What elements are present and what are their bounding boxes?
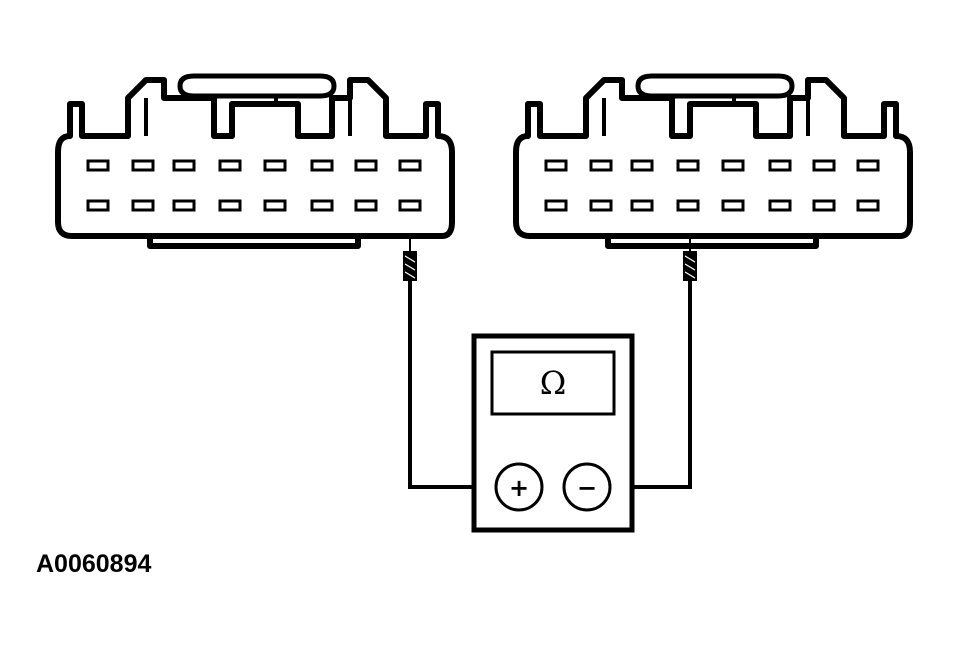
pin-cavity: [86, 159, 110, 172]
probe-right: [683, 238, 697, 281]
pin-cavity: [676, 199, 700, 212]
pin-cavity: [630, 199, 654, 212]
pin-cavity: [544, 159, 568, 172]
positive-lead-wire: [408, 280, 496, 489]
pin-cavity: [544, 199, 568, 212]
pin-cavity: [589, 199, 613, 212]
meter-display: [490, 350, 616, 416]
pin-cavity: [721, 159, 745, 172]
connector-right: [516, 76, 910, 246]
pin-cavity: [812, 199, 836, 212]
pin-cavity: [721, 199, 745, 212]
pin-cavity: [398, 199, 422, 212]
pin-cavity: [131, 159, 155, 172]
pin-cavity: [856, 199, 880, 212]
pin-cavity: [354, 199, 378, 212]
pin-grid-right: [544, 159, 880, 212]
pin-cavity: [86, 199, 110, 212]
pin-cavity: [172, 199, 196, 212]
negative-lead-wire: [610, 280, 692, 489]
pin-cavity: [263, 159, 287, 172]
negative-terminal-label: −: [577, 474, 597, 502]
figure-id-label: A0060894: [36, 550, 151, 578]
pin-cavity: [398, 159, 422, 172]
pin-cavity: [768, 159, 792, 172]
pin-cavity: [768, 199, 792, 212]
pin-cavity: [310, 159, 334, 172]
pin-cavity: [218, 159, 242, 172]
pin-cavity: [856, 159, 880, 172]
negative-terminal: [562, 462, 612, 512]
pin-cavity: [172, 159, 196, 172]
pin-cavity: [589, 159, 613, 172]
pin-grid-left: [86, 159, 422, 212]
probe-left: [403, 238, 417, 281]
pin-cavity: [812, 159, 836, 172]
pin-cavity: [218, 199, 242, 212]
positive-terminal: [494, 462, 544, 512]
pin-cavity: [310, 199, 334, 212]
ohm-symbol: Ω: [540, 364, 567, 402]
pin-cavity: [131, 199, 155, 212]
connector-left: [58, 76, 452, 246]
pin-cavity: [354, 159, 378, 172]
pin-cavity: [630, 159, 654, 172]
ohmmeter: Ω + −: [471, 333, 635, 533]
pin-cavity: [263, 199, 287, 212]
pin-cavity: [676, 159, 700, 172]
positive-terminal-label: +: [509, 474, 529, 502]
